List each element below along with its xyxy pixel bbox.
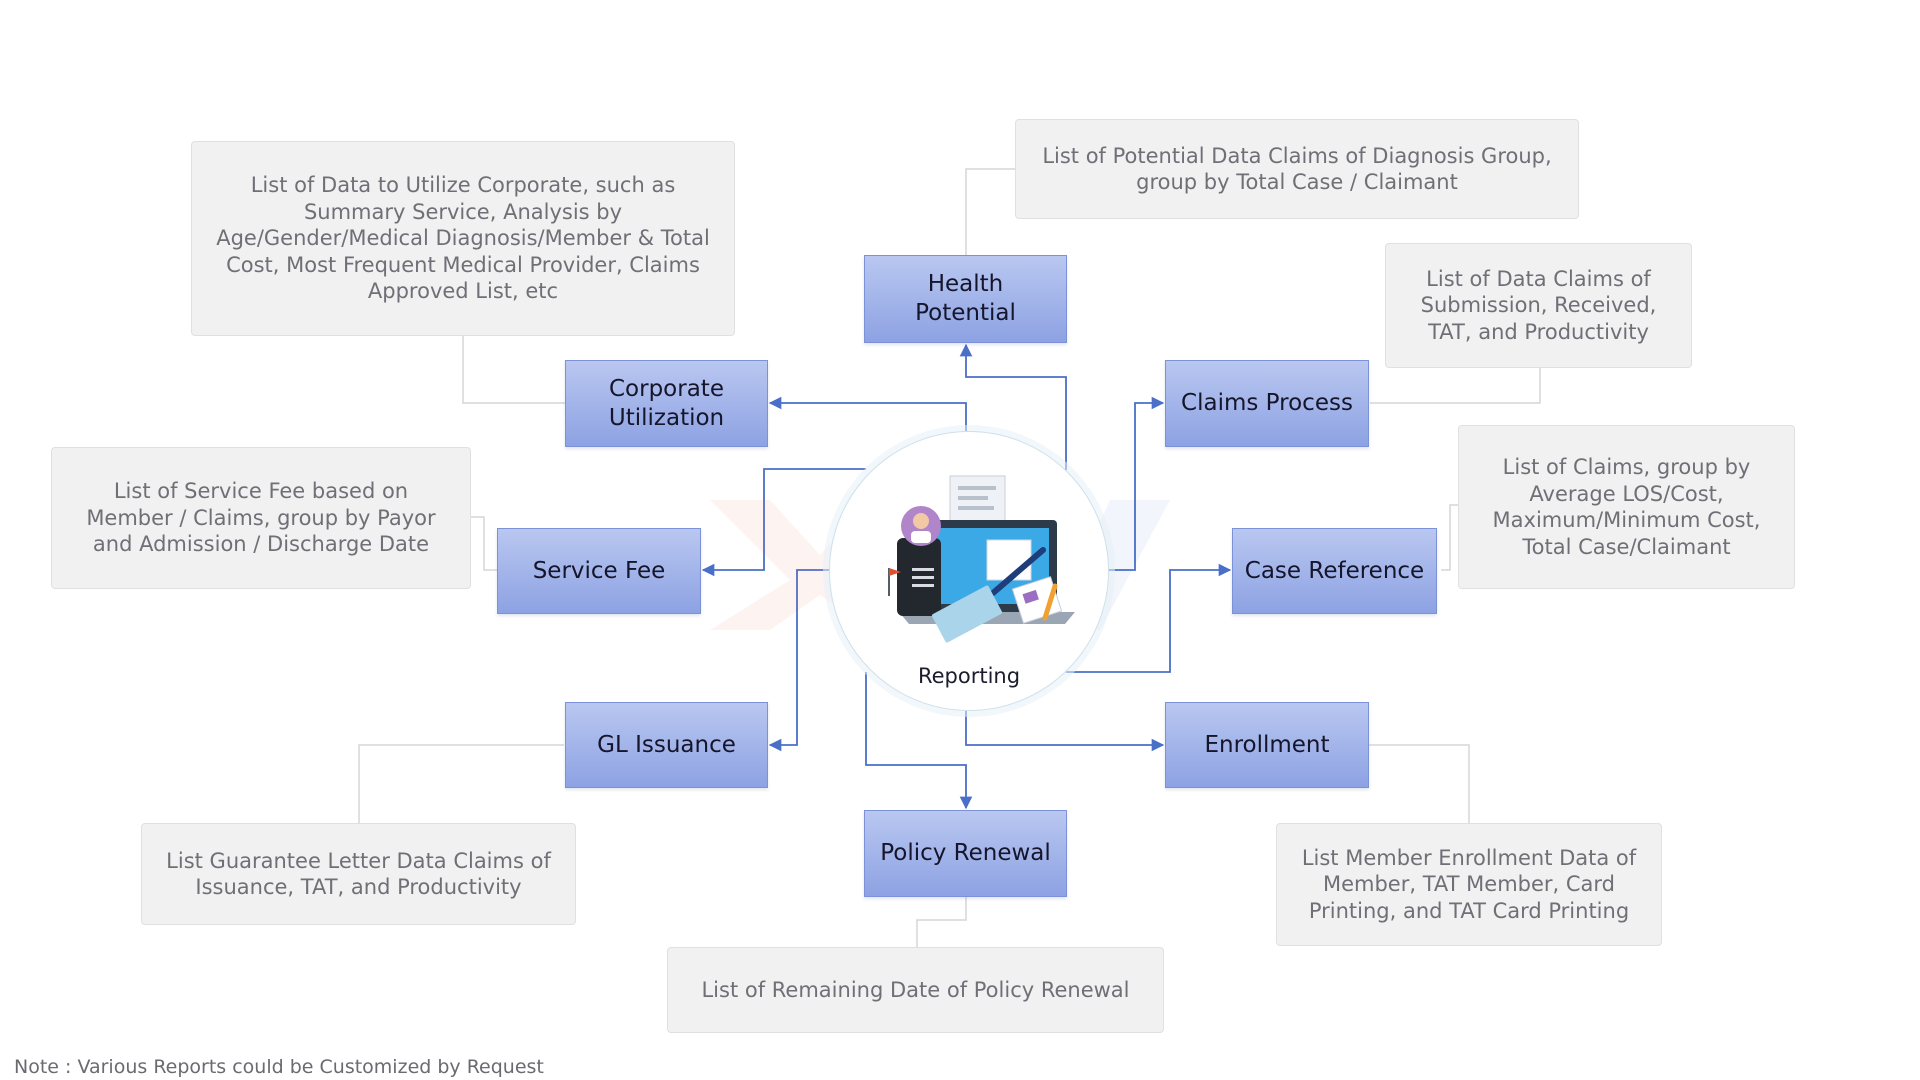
gl-issuance-node: GL Issuance: [565, 702, 768, 788]
corporate-utilization-node: Corporate Utilization: [565, 360, 768, 447]
enrollment-description: List Member Enrollment Data of Member, T…: [1276, 823, 1662, 946]
case-reference-description: List of Claims, group by Average LOS/Cos…: [1458, 425, 1795, 589]
case-reference-node: Case Reference: [1232, 528, 1437, 614]
policy-renewal-node: Policy Renewal: [864, 810, 1067, 897]
reporting-hub: Reporting: [829, 431, 1109, 711]
health-potential-node: Health Potential: [864, 255, 1067, 343]
health-potential-description: List of Potential Data Claims of Diagnos…: [1015, 119, 1579, 219]
policy-renewal-description: List of Remaining Date of Policy Renewal: [667, 947, 1164, 1033]
service-fee-description: List of Service Fee based on Member / Cl…: [51, 447, 471, 589]
corporate-utilization-description: List of Data to Utilize Corporate, such …: [191, 141, 735, 336]
gl-issuance-description: List Guarantee Letter Data Claims of Iss…: [141, 823, 576, 925]
enrollment-node: Enrollment: [1165, 702, 1369, 788]
footer-note: Note : Various Reports could be Customiz…: [14, 1056, 544, 1078]
reporting-illustration-icon: [888, 475, 1075, 643]
service-fee-node: Service Fee: [497, 528, 701, 614]
claims-process-node: Claims Process: [1165, 360, 1369, 447]
claims-process-description: List of Data Claims of Submission, Recei…: [1385, 243, 1692, 368]
hub-label: Reporting: [917, 664, 1021, 688]
